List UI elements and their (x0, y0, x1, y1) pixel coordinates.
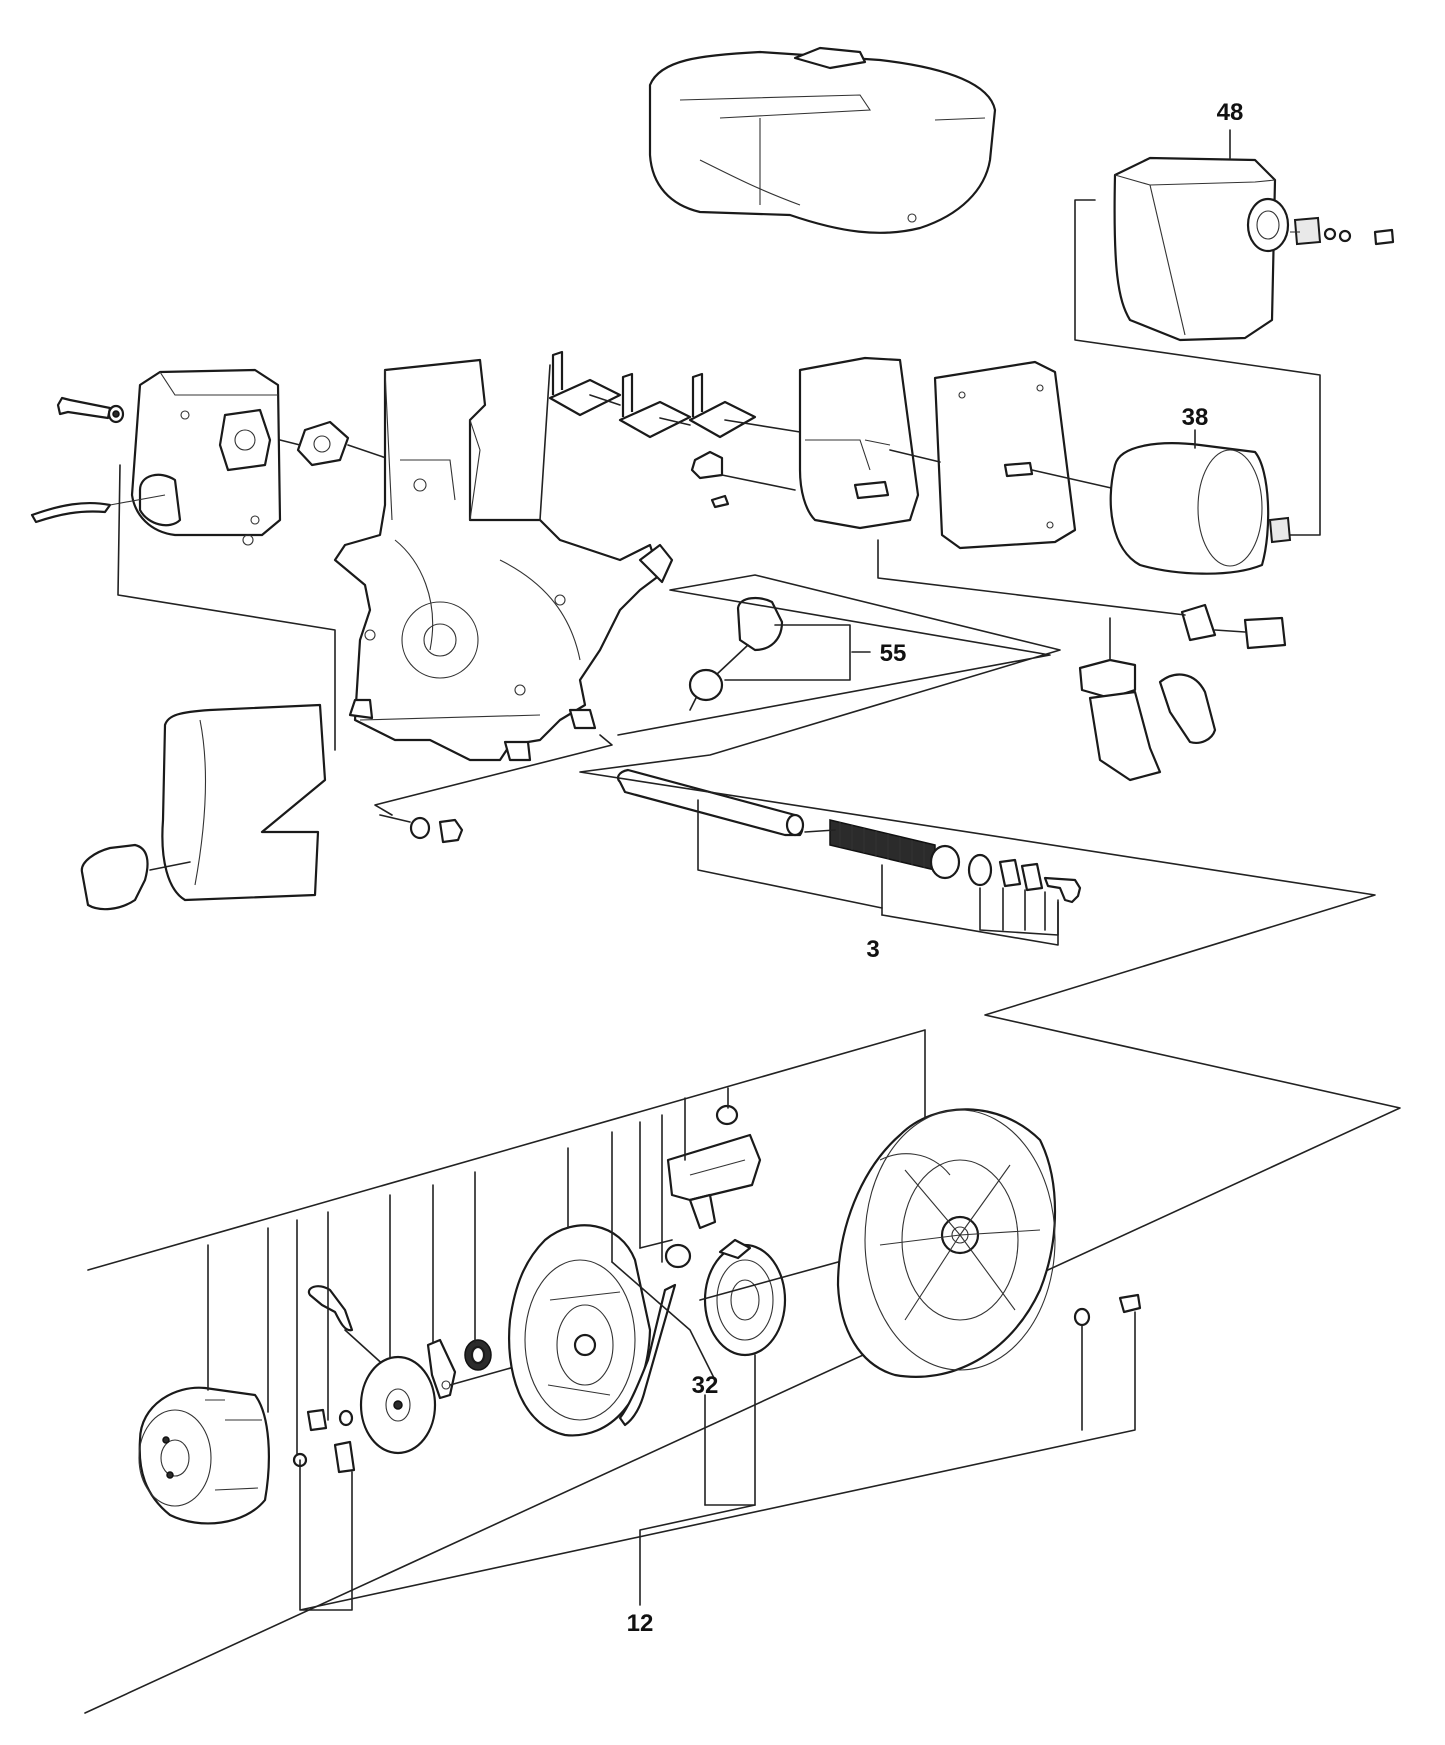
engine-shroud (80, 703, 327, 911)
recoil-reel (508, 1224, 652, 1437)
callout-55: 55 (880, 640, 907, 667)
leader-48-bracket (1074, 199, 1321, 536)
starter-small-parts (292, 1408, 356, 1474)
recoil-spring (699, 1238, 901, 1357)
mounting-brackets (548, 350, 801, 439)
filter-plate (889, 360, 1121, 550)
engine-block (333, 358, 674, 762)
starter-rope-32 (618, 1283, 677, 1427)
callout-32: 32 (692, 1372, 719, 1399)
air-filter-base (798, 356, 920, 530)
gasket (296, 420, 350, 467)
friction-plate (359, 1355, 437, 1455)
air-filter-housing (1113, 156, 1395, 342)
group-connection-lines (84, 574, 1401, 1714)
shaft-assembly (617, 768, 1082, 904)
callout-12: 12 (627, 1610, 654, 1637)
callout-3: 3 (866, 936, 879, 963)
starter-handle (664, 1104, 762, 1269)
drain-plug (379, 814, 464, 844)
leader-12 (639, 1504, 756, 1606)
fuel-tank (648, 46, 997, 234)
air-filter-element (1109, 442, 1292, 575)
callout-48: 48 (1217, 99, 1244, 126)
starter-housing (836, 1108, 1057, 1378)
callout-38: 38 (1182, 404, 1209, 431)
head-bolt (56, 396, 125, 424)
leader-3-bracket (697, 799, 883, 909)
starter-pulley (138, 1386, 270, 1525)
housing-screws (1073, 1293, 1142, 1327)
leader-block-bottom (374, 734, 613, 816)
small-block-pins (690, 450, 796, 509)
leader-12-bracket (87, 1029, 926, 1271)
leader-head-left (117, 464, 336, 751)
intake-parts (877, 539, 1287, 782)
cylinder-head-cover (130, 368, 282, 546)
dipstick-group (688, 596, 851, 711)
